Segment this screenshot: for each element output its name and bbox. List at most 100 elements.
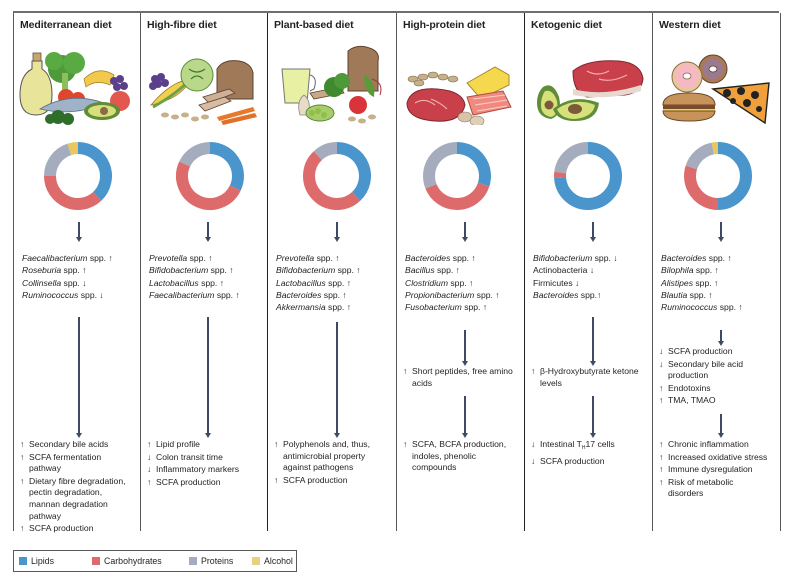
effect-item: ↑Secondary bile acids — [20, 439, 132, 451]
taxa-list: Bacteroides spp. ↑Bacillus spp. ↑Clostri… — [405, 252, 500, 313]
taxon-name: Prevotella — [149, 253, 188, 263]
arrow-up-icon: ↑ — [659, 395, 664, 406]
taxon-item: Propionibacterium spp. ↑ — [405, 289, 500, 301]
effect-item: ↑Short peptides, free amino acids — [403, 366, 515, 389]
taxon-name: Bacteroides — [533, 289, 579, 300]
donut-slice-carbohydrates — [684, 165, 719, 210]
taxa-list: Prevotella spp. ↑Bifidobacterium spp. ↑L… — [149, 252, 240, 301]
taxon-change: spp. ↑ — [717, 302, 743, 313]
donut-slice-proteins — [685, 142, 715, 170]
effect-text: SCFA production — [156, 476, 221, 487]
donut-slice-carbohydrates — [425, 182, 490, 210]
taxa-to-outcome-arrow — [207, 317, 209, 434]
taxon-change: spp. ↓ — [61, 277, 87, 288]
macronutrient-donut-chart — [423, 142, 491, 210]
effect-text: Colon transit time — [156, 451, 223, 462]
arrow-up-icon: ↑ — [274, 474, 279, 485]
alcohol-swatch — [252, 557, 260, 565]
taxon-name: Clostridium — [405, 277, 448, 288]
taxon-item: Collinsella spp. ↓ — [22, 277, 113, 289]
taxon-name: Firmicutes ↓ — [533, 277, 580, 288]
taxon-name: Bacteroides — [405, 253, 451, 263]
taxon-name: Ruminococcus — [22, 289, 79, 300]
arrow-head-icon — [718, 433, 724, 438]
diet-title: High-protein diet — [403, 19, 486, 31]
arrow-up-icon: ↑ — [20, 439, 25, 449]
effect-item: ↓Intestinal TH17 cells — [531, 439, 643, 455]
donut-slice-proteins — [423, 142, 458, 189]
legend: Lipids Carbohydrates Proteins Alcohol — [13, 550, 297, 572]
effect-text: β-Hydroxybutyrate ketone levels — [540, 366, 639, 388]
taxa-list: Bacteroides spp. ↑Bilophila spp. ↑Alisti… — [661, 252, 743, 313]
taxon-item: Faecalibacterium spp. ↑ — [22, 252, 113, 264]
taxon-change: spp. ↑ — [325, 277, 352, 288]
taxon-name: Bifidobacterium — [276, 265, 336, 276]
taxon-item: Clostridium spp. ↑ — [405, 277, 500, 289]
outcome-list: ↑Chronic inflammation↑Increased oxidativ… — [659, 439, 771, 501]
taxon-name: Bacteroides — [661, 253, 707, 263]
arrow-up-icon: ↑ — [20, 475, 25, 486]
lipids-swatch — [19, 557, 27, 565]
outcome-list: ↓Intestinal TH17 cells↓SCFA production — [531, 439, 643, 468]
taxon-change: spp. ↑ — [208, 265, 234, 276]
taxon-item: Blautia spp. ↑ — [661, 289, 743, 301]
taxa-to-metabolite-arrow — [592, 317, 594, 362]
taxon-name: Blautia — [661, 289, 688, 300]
taxon-change: spp.↑ — [578, 289, 602, 300]
taxon-name: Lactobacillus — [276, 277, 326, 288]
taxa-list: Prevotella spp. ↑Bifidobacterium spp. ↑L… — [276, 252, 361, 313]
arrow-head-icon — [205, 237, 211, 242]
taxon-name: Bifidobacterium — [533, 253, 593, 263]
taxon-item: Ruminococcus spp. ↑ — [661, 301, 743, 313]
taxon-item: Faecalibacterium spp. ↑ — [149, 289, 240, 301]
donut-slice-lipids — [456, 142, 491, 187]
effect-text: Risk of metabolic disorders — [668, 476, 734, 499]
arrow-up-icon: ↑ — [659, 451, 664, 462]
effect-text: SCFA production — [540, 455, 605, 466]
taxon-name: Prevotella — [276, 253, 315, 263]
donut-to-taxa-arrow — [336, 222, 338, 238]
taxon-change: spp. ↑ — [198, 277, 225, 288]
taxon-item: Prevotella spp. ↑ — [276, 252, 361, 264]
top-rule — [13, 11, 779, 13]
juice-bread-broccoli-beet-peas-icon — [281, 45, 382, 124]
effect-item: ↓Inflammatory markers — [147, 464, 259, 476]
effect-item: ↑SCFA, BCFA production, indoles, phenoli… — [403, 439, 515, 474]
donut-slice-alcohol — [67, 142, 79, 156]
donut-slice-carbohydrates — [44, 175, 102, 210]
macronutrient-donut-chart — [684, 142, 752, 210]
taxon-change: spp. ↑ — [706, 253, 732, 263]
donut-slice-proteins — [44, 143, 72, 177]
donut-slice-proteins — [313, 142, 338, 161]
olive-oil-broccoli-fish-fruit-icon — [19, 52, 130, 125]
arrow-head-icon — [462, 433, 468, 438]
arrow-head-icon — [334, 237, 340, 242]
taxon-item: Bacteroides spp. ↑ — [661, 252, 743, 264]
taxon-name: Fusobacterium — [405, 302, 462, 313]
taxon-name: Alistipes — [661, 277, 693, 288]
effect-item: ↑SCFA production — [274, 475, 386, 487]
taxon-change: spp. ↑ — [321, 289, 347, 300]
arrow-head-icon — [590, 361, 596, 366]
diet-title: Ketogenic diet — [531, 19, 602, 31]
legend-item-lipids: Lipids — [19, 556, 54, 566]
arrow-up-icon: ↑ — [403, 439, 408, 449]
taxon-change: spp. ↑ — [450, 253, 476, 263]
diet-column-western: Western diet — [652, 13, 781, 531]
taxon-change: spp. ↑ — [187, 253, 213, 263]
arrow-head-icon — [718, 237, 724, 242]
effect-text: TMA, TMAO — [668, 395, 716, 406]
arrow-up-icon: ↑ — [274, 439, 279, 449]
arrow-head-icon — [590, 237, 596, 242]
outcome-list: ↑SCFA, BCFA production, indoles, phenoli… — [403, 439, 515, 475]
taxon-name: Bilophila — [661, 265, 694, 276]
taxa-to-outcome-arrow — [78, 317, 80, 434]
diet-column-mediterranean: Mediterranean diet — [13, 13, 140, 531]
metabolite-list: ↓SCFA production↓Secondary bile acid pro… — [659, 346, 771, 408]
arrow-head-icon — [76, 433, 82, 438]
taxon-change: spp. ↑ — [447, 277, 474, 288]
taxon-change: spp. ↓ — [78, 289, 104, 300]
taxon-item: Lactobacillus spp. ↑ — [276, 277, 361, 289]
metabolite-to-outcome-arrow — [720, 414, 722, 434]
effect-text: Secondary bile acid production — [668, 358, 744, 381]
